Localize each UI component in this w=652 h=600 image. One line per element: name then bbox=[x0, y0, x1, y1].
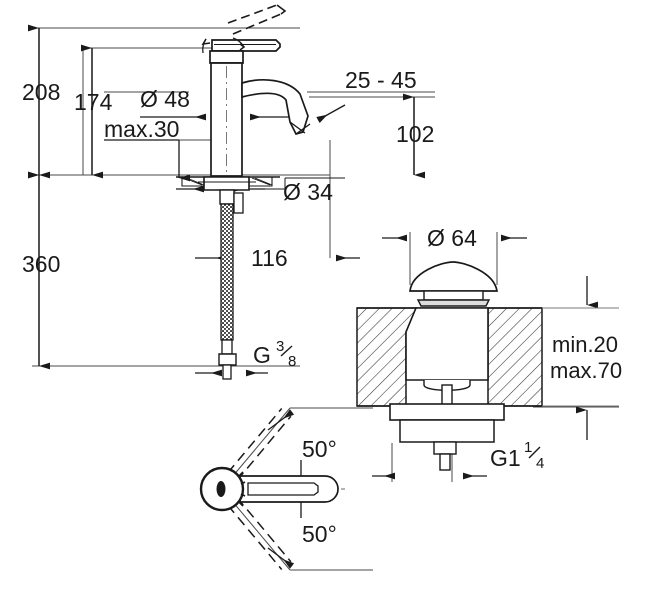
waste-fitting-geometry bbox=[389, 261, 505, 471]
dimension-label-102: 102 bbox=[396, 121, 434, 147]
dimension-aerator-range: 25 - 45 bbox=[316, 67, 417, 123]
dimension-waste-thread: G1 1 4 bbox=[372, 439, 544, 480]
hose-collar bbox=[221, 339, 233, 355]
waste-body bbox=[405, 307, 489, 381]
dimension-label-max70: max.70 bbox=[550, 358, 622, 383]
dimension-label-G114: G1 bbox=[490, 445, 521, 471]
dimension-label-208: 208 bbox=[22, 79, 60, 105]
dimension-outlet-offset: 102 bbox=[396, 93, 434, 179]
supply-hose bbox=[220, 203, 234, 341]
dimension-label-G38: G bbox=[253, 342, 271, 368]
waste-seal bbox=[416, 299, 491, 307]
dimension-supply-thread: G 3 8 bbox=[195, 338, 296, 377]
waste-cap-stem bbox=[423, 290, 484, 301]
handle-rotation-arc bbox=[201, 37, 246, 54]
faucet-spout bbox=[241, 79, 309, 136]
faucet-body-geometry bbox=[176, 4, 311, 380]
swivel-pivot-marker bbox=[216, 481, 226, 497]
faucet-shank bbox=[219, 189, 235, 205]
swivel-ghost-positions bbox=[227, 408, 292, 570]
dimension-label-diameter-48: Ø 48 bbox=[140, 86, 190, 112]
dimension-label-174: 174 bbox=[74, 89, 113, 115]
dimension-label-G114-numerator: 1 bbox=[524, 439, 532, 456]
dimension-label-G38-numerator: 3 bbox=[276, 338, 284, 355]
dimension-label-swivel-lower: 50° bbox=[302, 521, 337, 547]
dimension-label-diameter-64: Ø 64 bbox=[427, 225, 477, 251]
dimension-label-G38-denominator: 8 bbox=[288, 353, 296, 370]
view-faucet-elevation: 208 360 174 Ø 48 max.30 bbox=[22, 4, 435, 380]
hose-nut bbox=[218, 353, 237, 366]
view-waste-section: Ø 64 min.20 max.70 G1 1 4 bbox=[356, 225, 622, 482]
dimension-deck-thickness: max.30 bbox=[104, 116, 190, 182]
swivel-pivot-ticks bbox=[237, 471, 246, 507]
waste-pin bbox=[439, 453, 451, 471]
dimension-label-swivel-upper: 50° bbox=[302, 436, 337, 462]
dimension-basin-thickness: min.20 max.70 bbox=[550, 276, 622, 440]
dimension-label-min20: min.20 bbox=[552, 332, 618, 357]
dimension-spout-height: 174 bbox=[74, 44, 113, 179]
dimension-label-G114-denominator: 4 bbox=[536, 455, 544, 472]
waste-outlet-thread bbox=[399, 419, 495, 443]
dimension-hose-length: 360 bbox=[22, 171, 60, 370]
faucet-side-nipple bbox=[233, 192, 244, 214]
dimension-mounting-hole: Ø 34 bbox=[176, 177, 345, 205]
faucet-lever-handle bbox=[211, 39, 281, 52]
faucet-base-flange bbox=[203, 176, 250, 191]
waste-lock-nut bbox=[389, 403, 505, 421]
dimension-label-360: 360 bbox=[22, 251, 60, 277]
dimension-label-diameter-34: Ø 34 bbox=[283, 179, 333, 205]
dimension-label-25-45: 25 - 45 bbox=[345, 67, 417, 93]
dimension-body-diameter: Ø 48 bbox=[140, 86, 296, 121]
waste-cap bbox=[409, 261, 498, 292]
dimension-label-116: 116 bbox=[251, 245, 288, 271]
dimension-spout-reach: 116 bbox=[195, 245, 360, 271]
swivel-spout-topview bbox=[199, 466, 339, 512]
dimension-label-max30: max.30 bbox=[104, 116, 179, 142]
dimension-cap-diameter: Ø 64 bbox=[382, 225, 527, 251]
dimension-overall-height: 208 bbox=[22, 24, 60, 179]
faucet-handle-collar bbox=[209, 50, 244, 64]
view-swivel-plan: 50° 50° bbox=[199, 407, 373, 571]
faucet-lever-ghost bbox=[227, 4, 287, 35]
hose-thread-end bbox=[222, 364, 232, 380]
